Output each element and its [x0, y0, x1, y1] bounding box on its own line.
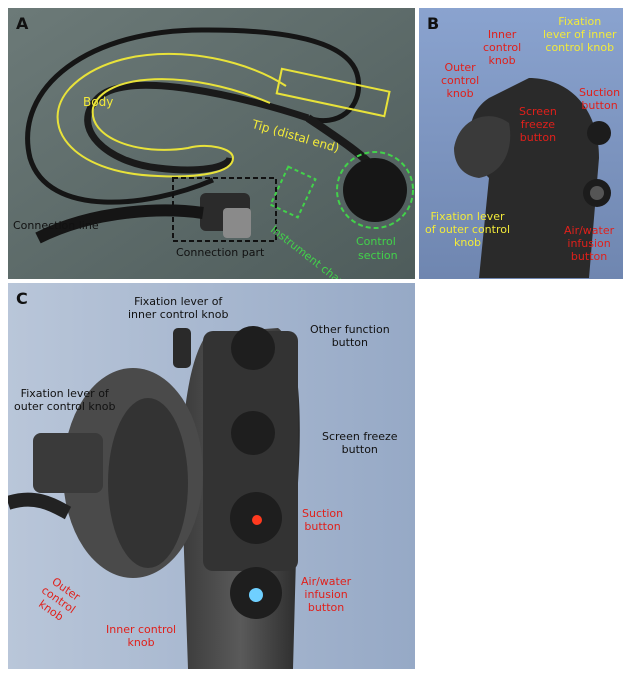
b-suction-1: Suction [579, 86, 621, 99]
panel-c: C Fixation lever of inner control knob O… [8, 283, 415, 669]
panel-a-photo [8, 8, 415, 279]
b-fixouter-1: Fixation lever [430, 210, 505, 223]
panel-b: B Inner control knob Fixation lever of i… [419, 8, 623, 279]
c-inner-1: Inner control [106, 623, 177, 636]
c-fixouter-2: outer control knob [14, 400, 116, 413]
label-connection-line: Connection line [13, 219, 99, 232]
panel-c-photo [8, 283, 415, 669]
label-control-1: Control [356, 235, 396, 248]
panel-b-photo [419, 8, 623, 279]
b-fixinner-2: lever of inner [543, 28, 617, 41]
b-outer-3: knob [446, 87, 474, 100]
b-fixinner-1: Fixation [558, 15, 602, 28]
c-suction-2: button [304, 520, 341, 533]
c-freeze-1: Screen freeze [322, 430, 398, 443]
b-freeze-2: freeze [520, 118, 556, 131]
c-fixinner-1: Fixation lever of [134, 295, 223, 308]
c-air-3: button [307, 601, 345, 614]
c-air-1: Air/water [301, 575, 352, 588]
b-inner-2: control [483, 41, 522, 54]
connection-line-cable [25, 27, 362, 205]
b-air-1: Air/water [564, 224, 615, 237]
scope-body [84, 81, 310, 174]
b-inner-1: Inner [487, 28, 517, 41]
b-air-3: button [570, 250, 608, 263]
b-outer-1: Outer [444, 61, 476, 74]
c-other-2: button [331, 336, 368, 349]
b-fixouter-2: of outer control [425, 223, 511, 236]
c-other-1: Other function [310, 323, 390, 336]
b-air-2: infusion [567, 237, 611, 250]
c-inner-2: knob [127, 636, 155, 649]
b-suction-2: button [581, 99, 618, 112]
c-suction-1: Suction [302, 507, 344, 520]
c-freeze-2: button [341, 443, 378, 456]
panel-c-letter: C [16, 289, 28, 308]
tip-outline [275, 67, 391, 118]
panel-a: A Body Tip (distal end) Connection line … [8, 8, 415, 279]
panel-b-letter: B [427, 14, 440, 33]
screen-freeze-button [231, 411, 275, 455]
c-fixinner-2: inner control knob [128, 308, 229, 321]
c-fixouter-1: Fixation lever of [20, 387, 109, 400]
label-control-2: section [358, 249, 398, 262]
label-connection-part: Connection part [176, 246, 265, 259]
b-freeze-3: button [519, 131, 557, 144]
b-fixouter-3: knob [453, 236, 482, 249]
other-function-button [231, 326, 275, 370]
label-body: Body [83, 95, 114, 109]
b-outer-2: control [441, 74, 480, 87]
b-inner-3: knob [488, 54, 516, 67]
b-freeze-1: Screen [519, 105, 557, 118]
c-air-2: infusion [304, 588, 348, 601]
b-fixinner-3: control knob [545, 41, 615, 54]
control-section-knob [343, 158, 407, 222]
body-outline [56, 53, 287, 178]
panel-a-letter: A [16, 14, 29, 33]
control-section-outline [336, 151, 414, 229]
